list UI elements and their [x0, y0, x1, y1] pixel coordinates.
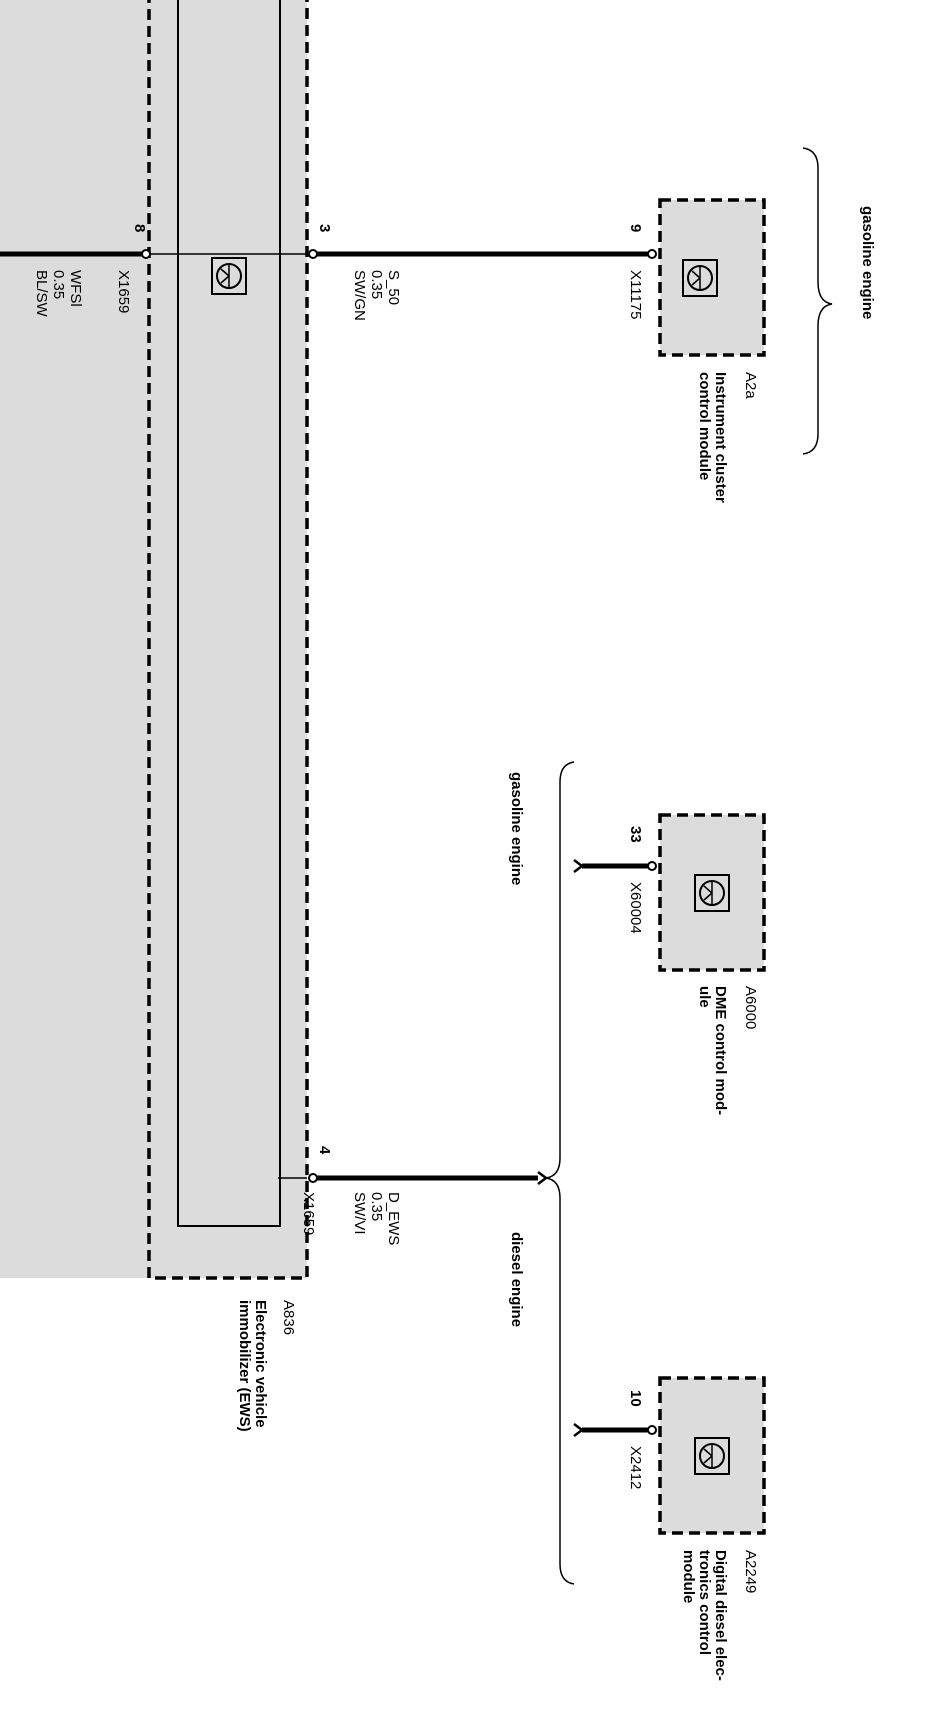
wfsl-connector: X1659 — [115, 270, 132, 313]
cluster-condition: gasoline engine — [859, 206, 876, 319]
wfsl-pin: 8 — [131, 224, 148, 232]
cluster-connector: X11175 — [627, 270, 644, 320]
ews-transistor-icon — [211, 257, 247, 295]
instrument-cluster-transistor-icon — [682, 259, 718, 297]
dme-module-id: A6000 — [742, 986, 759, 1029]
dde-module-name-3: module — [680, 1550, 697, 1603]
dme-transistor-icon — [694, 874, 730, 912]
d-ews-size: 0.35 — [368, 1192, 385, 1221]
dme-module-name-1: DME control mod- — [712, 986, 729, 1115]
d-ews-signal: D_EWS — [385, 1192, 402, 1245]
d-ews-pin: 4 — [316, 1146, 333, 1155]
wfsl-size: 0.35 — [50, 270, 67, 299]
brace-cluster — [802, 147, 833, 455]
wfsl-color: BL/SW — [33, 270, 50, 318]
s50-size: 0.35 — [368, 270, 385, 299]
dde-condition: diesel engine — [508, 1232, 525, 1327]
wfsl-signal: WFSl — [67, 270, 84, 307]
brace-engine-variants — [545, 761, 575, 1585]
dde-module-name-2: tronics control — [696, 1550, 713, 1655]
cluster-module-id: A2a — [742, 372, 759, 399]
s50-pin: 3 — [316, 224, 333, 232]
dme-condition: gasoline engine — [508, 772, 525, 885]
dme-pin: 33 — [627, 826, 644, 843]
dde-module-name-1: Digital diesel elec- — [712, 1550, 729, 1681]
wire-wfsl — [0, 249, 151, 259]
dde-transistor-icon — [694, 1437, 730, 1475]
ews-module-name-2: immobilizer (EWS) — [236, 1300, 253, 1432]
d-ews-connector: X1659 — [300, 1192, 317, 1235]
cluster-module-name-2: control module — [696, 372, 713, 480]
wire-dme-stub — [573, 859, 657, 873]
cluster-pin: 9 — [627, 224, 644, 232]
wire-dde-stub — [573, 1423, 657, 1437]
s50-signal: S_50 — [385, 270, 402, 305]
wire-s50 — [308, 249, 657, 259]
ews-module — [0, 0, 309, 1280]
ews-module-name-1: Electronic vehicle — [252, 1300, 269, 1428]
d-ews-color: SW/VI — [351, 1192, 368, 1235]
dde-pin: 10 — [627, 1390, 644, 1407]
s50-color: SW/GN — [351, 270, 368, 321]
cluster-module-name-1: Instrument cluster — [712, 372, 729, 503]
wire-d-ews — [308, 1171, 549, 1185]
dme-connector: X60004 — [627, 882, 644, 934]
dde-connector: X2412 — [627, 1446, 644, 1489]
dde-module-id: A2249 — [742, 1550, 759, 1593]
ews-module-id: A836 — [280, 1300, 297, 1335]
dme-module-name-2: ule — [696, 986, 713, 1008]
